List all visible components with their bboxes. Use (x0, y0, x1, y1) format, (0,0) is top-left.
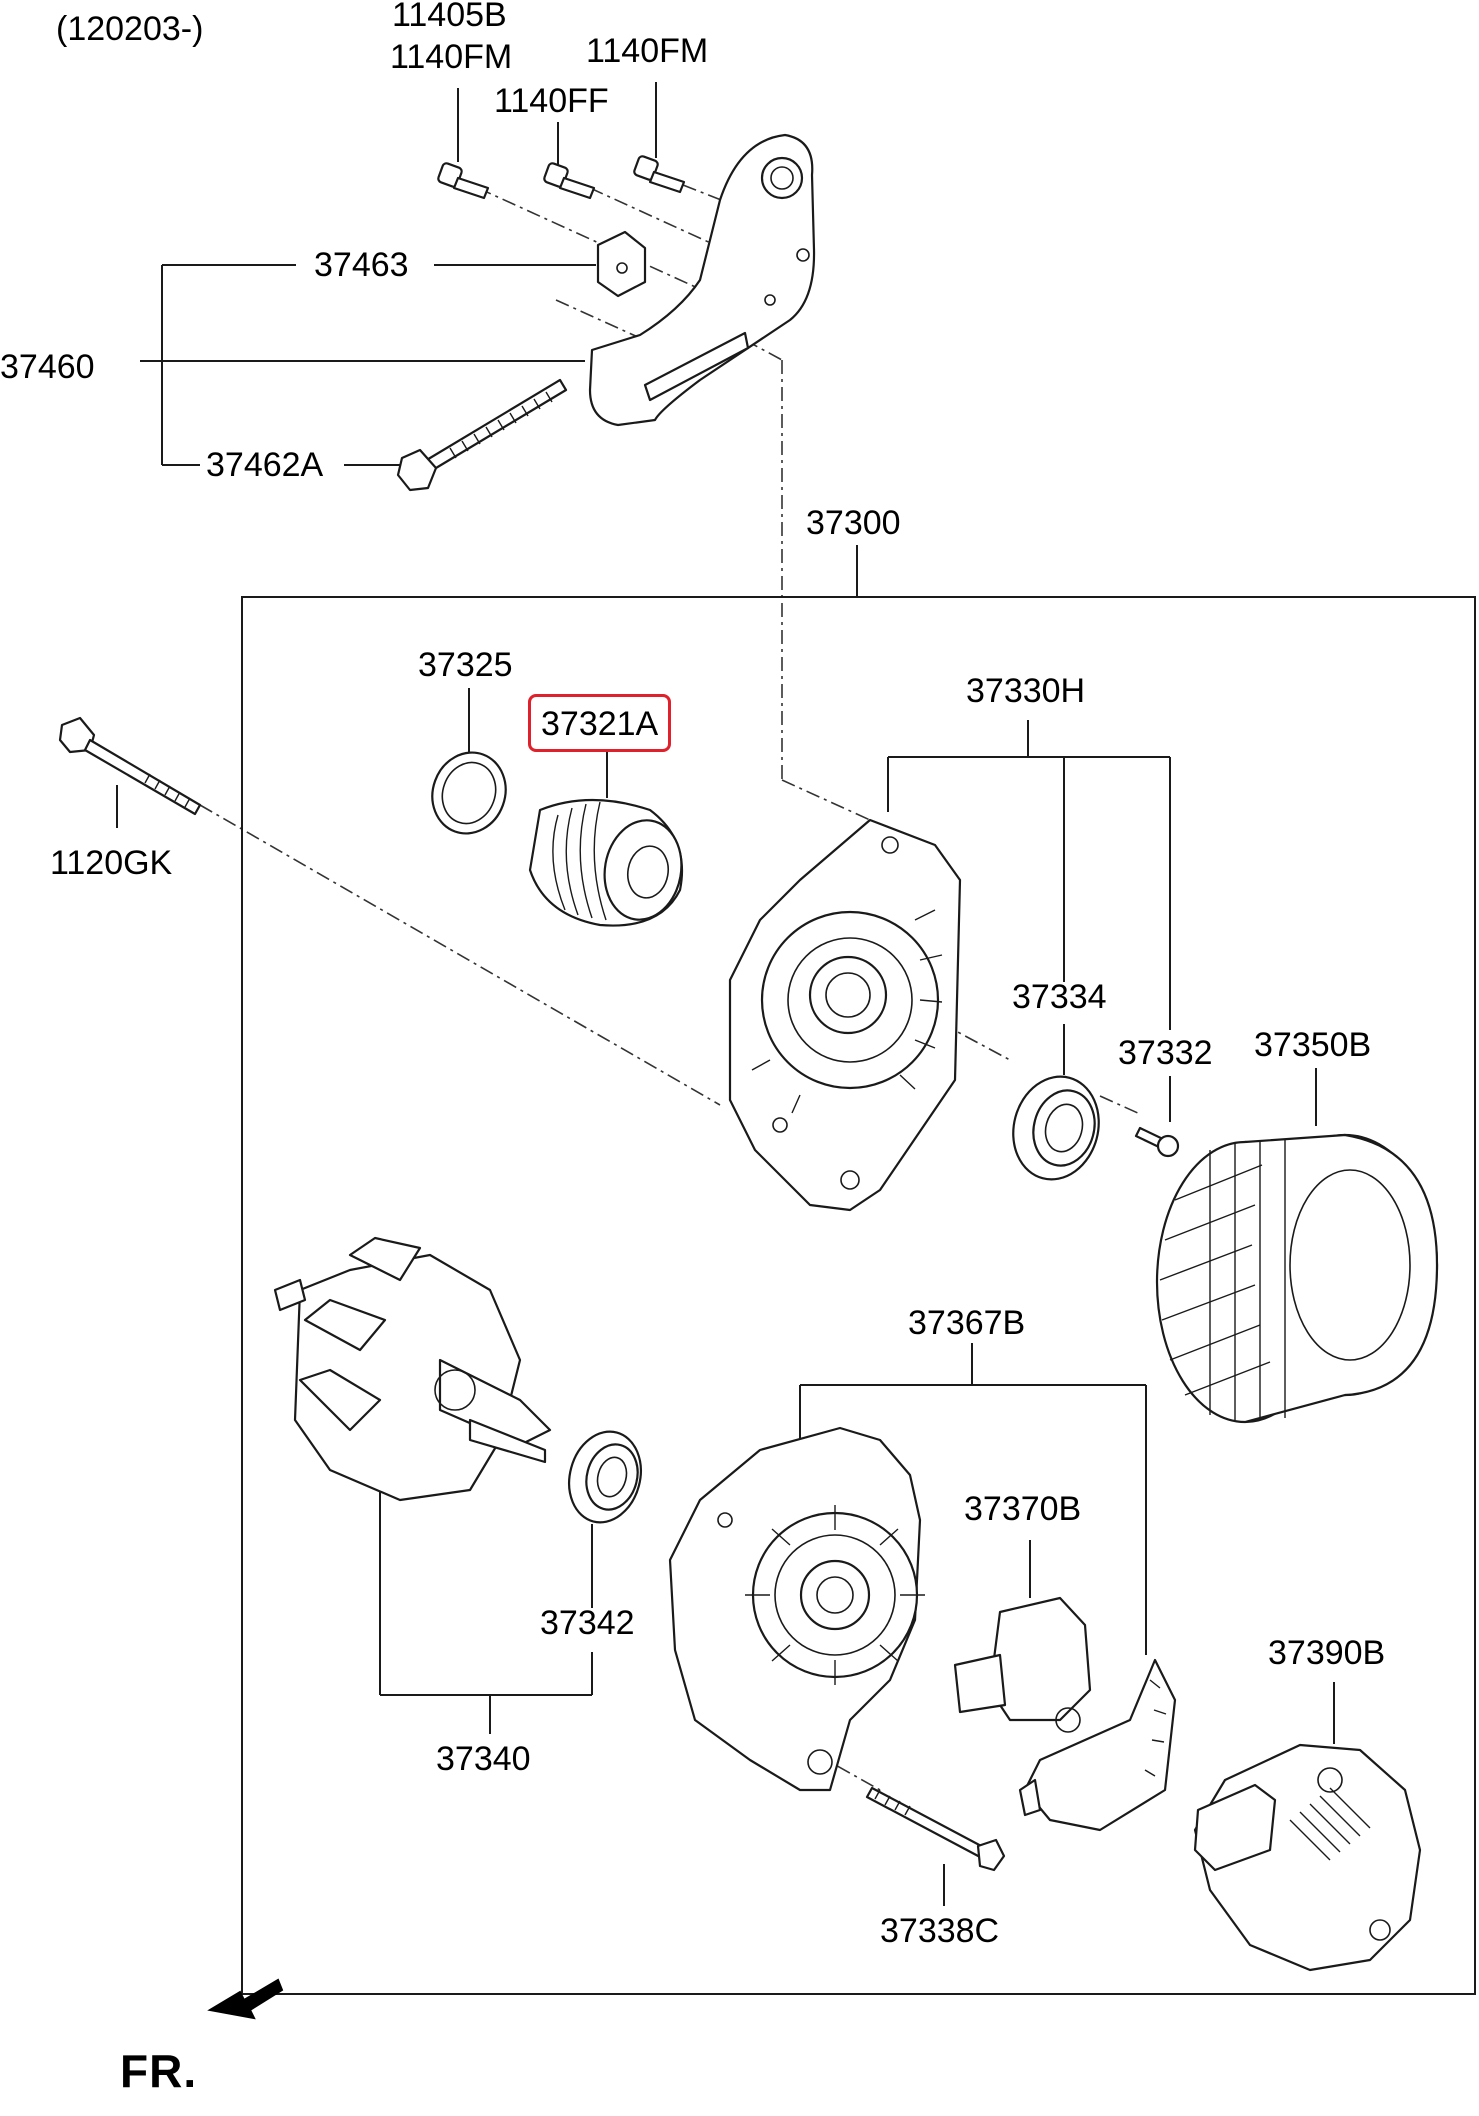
bolt-37338c-icon (865, 1786, 1006, 1872)
label-37367b[interactable]: 37367B (908, 1304, 1026, 1342)
bolt-1140ff-icon (543, 162, 596, 200)
label-1140fm-left[interactable]: 1140FM (390, 38, 513, 76)
front-housing-37330h-icon (728, 818, 962, 1212)
front-indicator-label: FR. (120, 2045, 198, 2097)
regulator-37370b-icon (953, 1596, 1177, 1832)
label-37332[interactable]: 37332 (1118, 1034, 1213, 1072)
label-37330h[interactable]: 37330H (966, 672, 1086, 710)
label-37350b[interactable]: 37350B (1254, 1026, 1372, 1064)
label-1140fm-right[interactable]: 1140FM (586, 32, 709, 70)
bolt-11405b-icon (437, 162, 490, 200)
label-37390b[interactable]: 37390B (1268, 1634, 1386, 1672)
ring-37325-icon (431, 751, 507, 835)
rear-cover-37390b-icon (1193, 1743, 1422, 1972)
front-arrow-icon (207, 1978, 284, 2020)
spacer-block-icon (596, 230, 647, 298)
leader-lines (116, 82, 1335, 1906)
label-37321a-highlighted[interactable]: 37321A (528, 694, 672, 752)
bolt-1120gk-icon (58, 716, 202, 816)
alignment-lines (199, 184, 1141, 1791)
pulley-37321a-icon (528, 798, 684, 927)
header-code: (120203-) (56, 10, 204, 48)
screw-37332-icon (1134, 1126, 1180, 1158)
long-bolt-37462a-icon (396, 378, 568, 492)
label-37370b[interactable]: 37370B (964, 1490, 1082, 1528)
label-37462a[interactable]: 37462A (206, 446, 324, 484)
bolt-1140fm-icon (633, 155, 686, 194)
label-1140ff[interactable]: 1140FF (494, 82, 609, 120)
bearing-37342-icon (568, 1430, 642, 1524)
label-37460[interactable]: 37460 (0, 348, 95, 386)
label-11405b[interactable]: 11405B (392, 0, 507, 34)
label-37338c[interactable]: 37338C (880, 1912, 1000, 1950)
label-1120gk[interactable]: 1120GK (50, 844, 173, 882)
rear-housing-37367b-icon (668, 1426, 925, 1792)
label-37300[interactable]: 37300 (806, 504, 901, 542)
label-37340[interactable]: 37340 (436, 1740, 531, 1778)
label-37334[interactable]: 37334 (1012, 978, 1107, 1016)
rotor-37340-icon (273, 1236, 552, 1502)
assembly-frame (241, 596, 1476, 1995)
bearing-37334-icon (1012, 1075, 1100, 1181)
bracket-icon (588, 133, 816, 427)
label-37342[interactable]: 37342 (540, 1604, 635, 1642)
stator-37350b-icon (1155, 1133, 1439, 1424)
label-37325[interactable]: 37325 (418, 646, 513, 684)
label-37463[interactable]: 37463 (314, 246, 409, 284)
